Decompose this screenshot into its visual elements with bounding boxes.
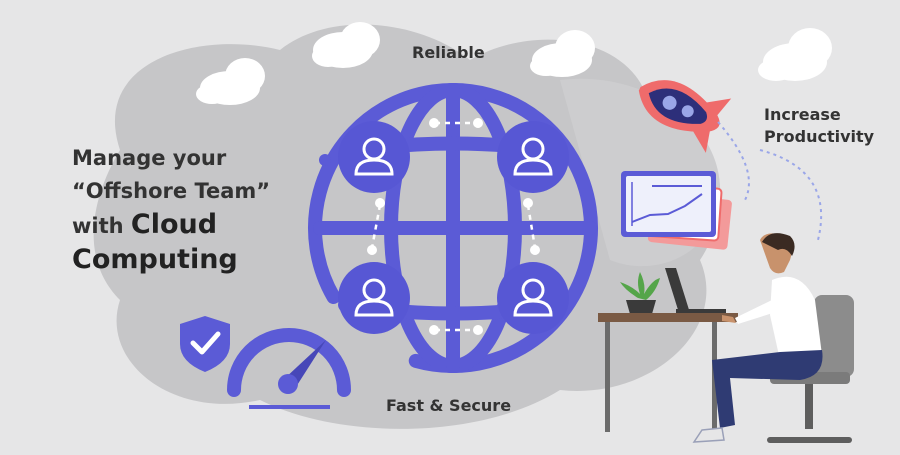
- speedometer-icon: [227, 328, 351, 409]
- cloud-icon: [530, 30, 595, 77]
- user-node: [497, 262, 569, 334]
- label-productivity-line-1: Increase: [764, 105, 841, 124]
- person-icon: [692, 233, 823, 443]
- headline-line-1: Manage your: [72, 146, 227, 170]
- shield-check-icon: [180, 316, 230, 372]
- label-fast-secure: Fast & Secure: [386, 396, 512, 415]
- chair-icon: [767, 295, 854, 443]
- rocket-icon: [638, 80, 732, 153]
- user-icon: [354, 137, 394, 176]
- label-increase-productivity: Increase Productivity: [764, 104, 874, 148]
- user-node: [338, 262, 410, 334]
- rocket-trail: [717, 121, 750, 201]
- headline-line-3: with Cloud: [72, 208, 270, 243]
- network-connectors: [370, 121, 537, 332]
- user-icon: [513, 137, 553, 176]
- laptop-icon: [665, 268, 726, 313]
- user-icon: [354, 278, 394, 317]
- label-productivity-line-2: Productivity: [764, 127, 875, 146]
- cloud-icon: [312, 22, 380, 68]
- headline-line-3-prefix: with: [72, 214, 131, 238]
- label-reliable: Reliable: [412, 43, 485, 62]
- headline-line-3-bold: Cloud: [130, 209, 218, 240]
- user-icon: [513, 278, 553, 317]
- chart-card-icon: [621, 171, 732, 250]
- connector-dots: [367, 118, 540, 335]
- headline-line-2: “Offshore Team”: [72, 179, 271, 203]
- globe-dot: [319, 154, 331, 166]
- cloud-icon: [758, 28, 832, 81]
- user-node: [497, 121, 569, 193]
- dotted-arc: [759, 149, 823, 241]
- headline: Manage your “Offshore Team” with Cloud C…: [72, 142, 270, 276]
- cloud-icon: [196, 58, 265, 105]
- plant-icon: [620, 272, 660, 314]
- headline-line-4: Computing: [72, 244, 238, 275]
- user-node: [338, 121, 410, 193]
